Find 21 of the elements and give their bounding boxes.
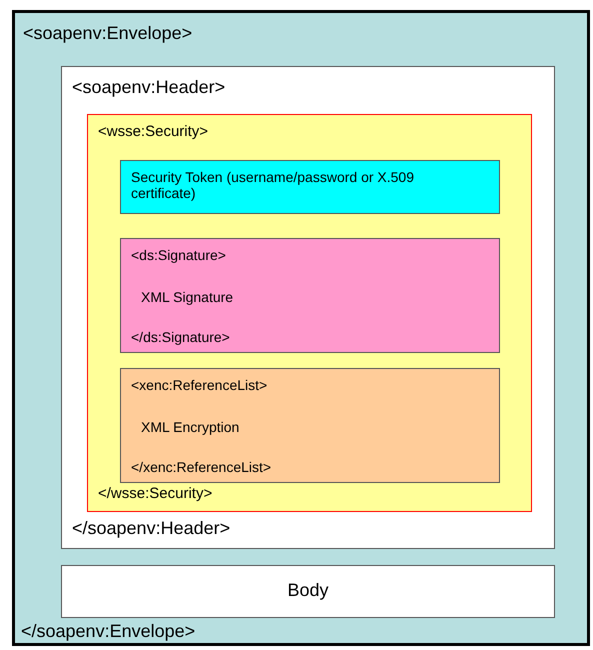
body-box xyxy=(61,565,555,618)
signature-box xyxy=(120,238,500,353)
tag-label: </soapenv:Header> xyxy=(72,518,230,539)
encryption-box xyxy=(120,368,500,483)
tag-label: <wsse:Security> xyxy=(98,123,208,140)
tag-label: <xenc:ReferenceList> xyxy=(131,377,268,394)
envelope-box xyxy=(12,10,590,646)
tag-label: <soapenv:Envelope> xyxy=(23,23,192,44)
security-token-box xyxy=(120,160,500,214)
security-box xyxy=(87,114,532,512)
tag-label: Body xyxy=(286,580,330,601)
tag-label: XML Signature xyxy=(141,289,234,306)
header-box xyxy=(61,66,555,549)
tag-label: <soapenv:Header> xyxy=(72,77,226,98)
tag-label: <ds:Signature> xyxy=(131,247,226,264)
tag-label: XML Encryption xyxy=(141,419,240,436)
tag-label: </ds:Signature> xyxy=(131,329,230,346)
tag-label: </xenc:ReferenceList> xyxy=(131,459,272,476)
tag-label: </soapenv:Envelope> xyxy=(21,621,196,642)
tag-label: Security Token (username/password or X.509 certificate) xyxy=(131,169,415,202)
tag-label: </wsse:Security> xyxy=(98,485,212,502)
